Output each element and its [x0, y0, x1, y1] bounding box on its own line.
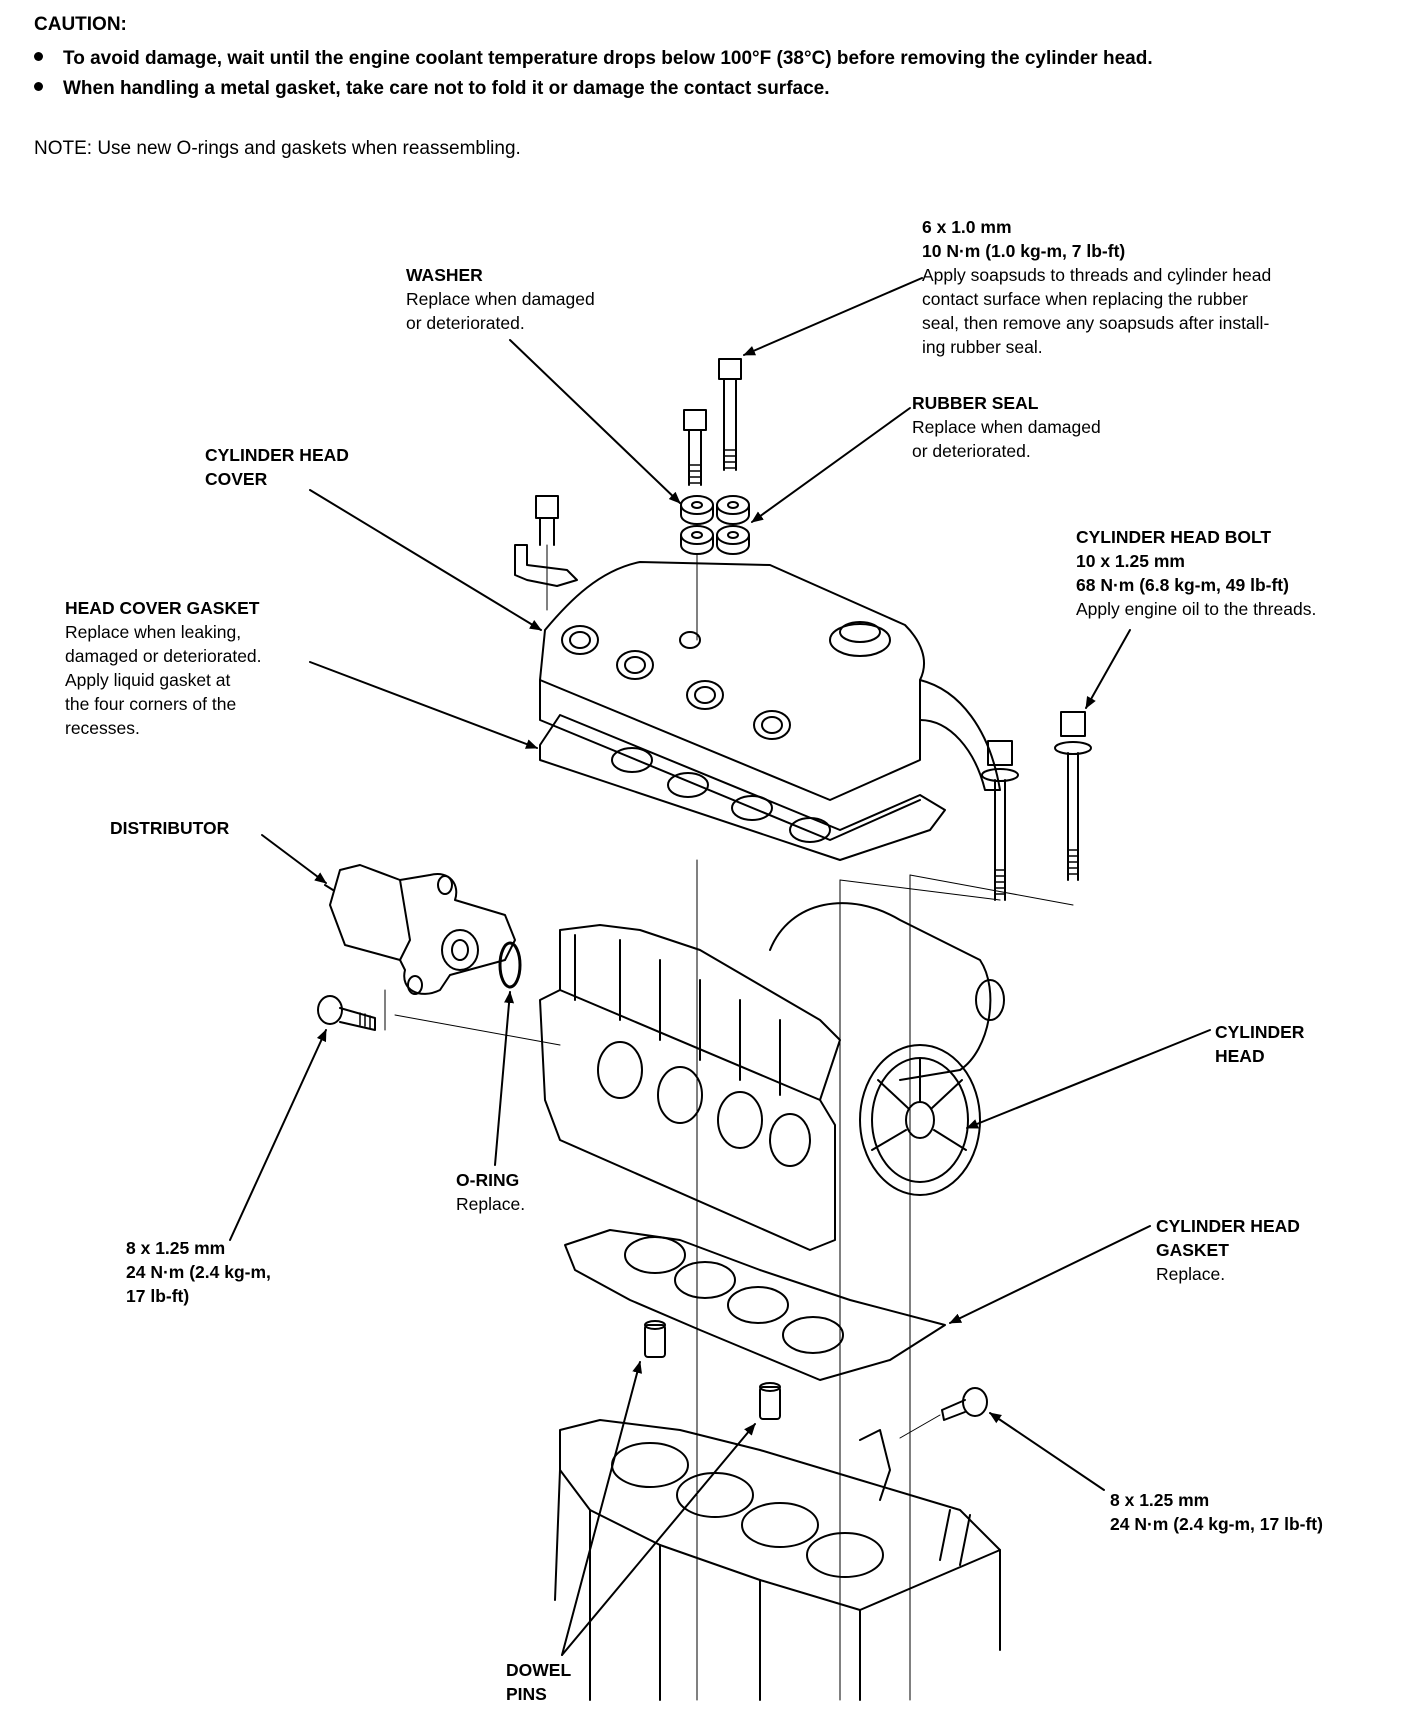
cover-bolt-note-line: ing rubber seal. [922, 337, 1043, 357]
washer-note-line: Replace when damaged [406, 289, 595, 309]
callout-cylinder-head-gasket: CYLINDER HEAD GASKET Replace. [1156, 1214, 1300, 1286]
callout-head-cover-gasket: HEAD COVER GASKET Replace when leaking, … [65, 596, 262, 740]
cylinder-head-bolt-torque: 68 N·m (6.8 kg-m, 49 lb-ft) [1076, 575, 1289, 595]
washer-seal-icon [681, 496, 749, 554]
washer-note-line: or deteriorated. [406, 313, 525, 333]
bracket-bolt-spec: 8 x 1.25 mm [1110, 1490, 1210, 1510]
callout-distributor: DISTRIBUTOR [110, 816, 229, 840]
distributor-bolt-torque: 17 lb-ft) [126, 1286, 190, 1306]
callout-washer: WASHER Replace when damaged or deteriora… [406, 263, 595, 335]
cylinder-head-gasket-title: CYLINDER HEAD [1156, 1216, 1300, 1236]
cover-bolt-note-line: seal, then remove any soapsuds after ins… [922, 313, 1270, 333]
caution-item-text: To avoid damage, wait until the engine c… [63, 48, 1153, 69]
bracket-bolt-lower-icon [942, 1388, 987, 1420]
cylinder-head-title: HEAD [1215, 1046, 1265, 1066]
cylinder-head-gasket-title: GASKET [1156, 1240, 1229, 1260]
callout-cover-bolt: 6 x 1.0 mm 10 N·m (1.0 kg-m, 7 lb-ft) Ap… [922, 215, 1271, 359]
callout-distributor-bolt: 8 x 1.25 mm 24 N·m (2.4 kg-m, 17 lb-ft) [126, 1236, 271, 1308]
cylinder-head-bolt-icon [982, 712, 1091, 900]
o-ring-icon [500, 943, 520, 987]
dowel-pins-title: DOWEL [506, 1660, 572, 1680]
caution-item-text: When handling a metal gasket, take care … [63, 78, 830, 99]
note-text: NOTE: Use new O-rings and gaskets when r… [34, 138, 521, 159]
cam-pulley-icon [860, 1045, 980, 1195]
rubber-seal-title: RUBBER SEAL [912, 393, 1039, 413]
distributor-icon [325, 865, 515, 994]
head-cover-gasket-note-line: Replace when leaking, [65, 622, 242, 642]
distributor-title: DISTRIBUTOR [110, 818, 230, 838]
cylinder-head-icon [540, 903, 1004, 1250]
callout-dowel-pins: DOWEL PINS [506, 1658, 571, 1706]
cylinder-head-bolt-spec: 10 x 1.25 mm [1076, 551, 1185, 571]
cylinder-head-cover-icon [540, 562, 1000, 840]
engine-block-icon [555, 1420, 1000, 1700]
caution-item: When handling a metal gasket, take care … [34, 78, 830, 100]
o-ring-title: O-RING [456, 1170, 520, 1190]
cover-bolt-icon [684, 359, 741, 485]
distributor-bolt-icon [318, 996, 375, 1030]
cylinder-head-gasket-note: Replace. [1156, 1264, 1226, 1284]
leader-lines [230, 278, 1210, 1655]
head-cover-gasket-note-line: damaged or deteriorated. [65, 646, 262, 666]
head-cover-gasket-title: HEAD COVER GASKET [65, 598, 260, 618]
cover-bolt-torque: 10 N·m (1.0 kg-m, 7 lb-ft) [922, 241, 1126, 261]
dowel-pin-icon [645, 1321, 780, 1419]
bullet-icon [34, 82, 43, 92]
cover-bolt-spec: 6 x 1.0 mm [922, 217, 1012, 237]
bracket-bolt-torque: 24 N·m (2.4 kg-m, 17 lb-ft) [1110, 1514, 1323, 1534]
o-ring-note: Replace. [456, 1194, 526, 1214]
cover-bolt-note-line: Apply soapsuds to threads and cylinder h… [922, 265, 1272, 285]
caution-item: To avoid damage, wait until the engine c… [34, 48, 1153, 70]
head-cover-gasket-icon [540, 715, 945, 860]
callout-cylinder-head-cover: CYLINDER HEAD COVER [205, 443, 349, 491]
caution-title: CAUTION: [34, 14, 127, 35]
callout-bracket-bolt: 8 x 1.25 mm 24 N·m (2.4 kg-m, 17 lb-ft) [1110, 1488, 1323, 1536]
distributor-bolt-torque: 24 N·m (2.4 kg-m, [126, 1262, 271, 1282]
head-cover-gasket-note-line: Apply liquid gasket at [65, 670, 231, 690]
cylinder-head-bolt-title: CYLINDER HEAD BOLT [1076, 527, 1272, 547]
cylinder-head-bolt-note: Apply engine oil to the threads. [1076, 599, 1317, 619]
bullet-icon [34, 52, 43, 62]
callout-cylinder-head-bolt: CYLINDER HEAD BOLT 10 x 1.25 mm 68 N·m (… [1076, 525, 1316, 621]
callout-cylinder-head: CYLINDER HEAD [1215, 1020, 1304, 1068]
cylinder-head-title: CYLINDER [1215, 1022, 1305, 1042]
rubber-seal-note-line: or deteriorated. [912, 441, 1031, 461]
cylinder-head-gasket-icon [565, 1230, 945, 1380]
dowel-pins-title: PINS [506, 1684, 547, 1704]
cover-bolt-note-line: contact surface when replacing the rubbe… [922, 289, 1248, 309]
cylinder-head-cover-title: CYLINDER HEAD [205, 445, 349, 465]
distributor-bolt-spec: 8 x 1.25 mm [126, 1238, 226, 1258]
head-cover-gasket-note-line: recesses. [65, 718, 140, 738]
head-cover-gasket-note-line: the four corners of the [65, 694, 237, 714]
bracket-bolt-icon [515, 496, 577, 610]
callout-rubber-seal: RUBBER SEAL Replace when damaged or dete… [912, 391, 1101, 463]
cylinder-head-cover-title: COVER [205, 469, 268, 489]
rubber-seal-note-line: Replace when damaged [912, 417, 1101, 437]
callout-o-ring: O-RING Replace. [456, 1168, 525, 1216]
washer-title: WASHER [406, 265, 483, 285]
